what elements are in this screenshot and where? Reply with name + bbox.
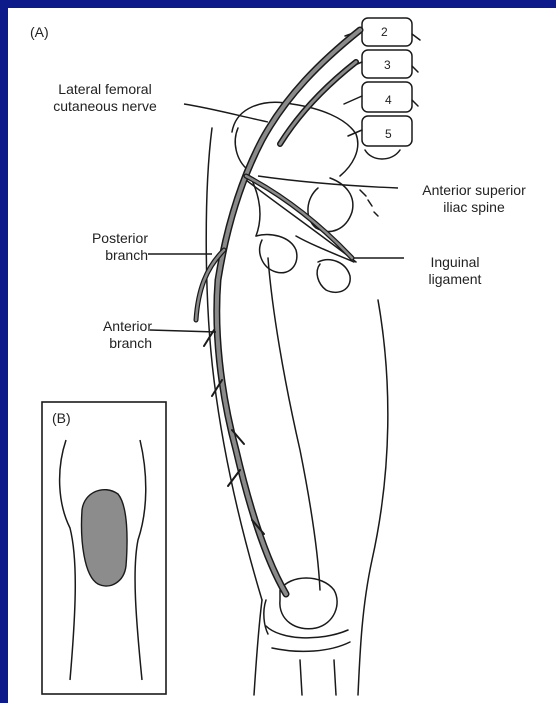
figure-panel: (A) (B) 2 3 4 5 Lateral femoral cutaneou… — [8, 8, 556, 703]
leader-lines — [148, 104, 404, 332]
label-anterior-branch: Anterior branch — [48, 318, 152, 352]
label-posterior-branch: Posterior branch — [48, 230, 148, 264]
label-posterior-line2: branch — [48, 247, 148, 264]
vertebra-label-3: 3 — [384, 57, 391, 74]
vertebra-label-4: 4 — [385, 92, 392, 109]
label-lateral-femoral-cutaneous-nerve: Lateral femoral cutaneous nerve — [20, 81, 190, 115]
panel-label-a: (A) — [30, 24, 49, 41]
panel-label-b: (B) — [52, 410, 71, 427]
shaded-sensory-area — [82, 490, 128, 586]
knee-outline — [264, 578, 350, 695]
label-asis-line2: iliac spine — [396, 199, 552, 216]
label-anterior-line2: branch — [48, 335, 152, 352]
label-posterior-line1: Posterior — [48, 230, 148, 247]
label-anterior-line1: Anterior — [48, 318, 152, 335]
label-lateral-femoral-line2: cutaneous nerve — [20, 98, 190, 115]
label-inguinal-line1: Inguinal — [410, 254, 500, 271]
label-anterior-superior-iliac-spine: Anterior superior iliac spine — [396, 182, 552, 216]
vertebra-label-2: 2 — [381, 24, 388, 41]
pelvis-outline — [232, 102, 378, 292]
lateral-femoral-cutaneous-nerve — [196, 30, 360, 594]
label-asis-line1: Anterior superior — [396, 182, 552, 199]
label-inguinal-ligament: Inguinal ligament — [410, 254, 500, 288]
label-lateral-femoral-line1: Lateral femoral — [20, 81, 190, 98]
vertebra-label-5: 5 — [385, 126, 392, 143]
label-inguinal-line2: ligament — [410, 271, 500, 288]
inguinal-ligament-line — [246, 180, 356, 262]
inset-b — [42, 402, 166, 694]
